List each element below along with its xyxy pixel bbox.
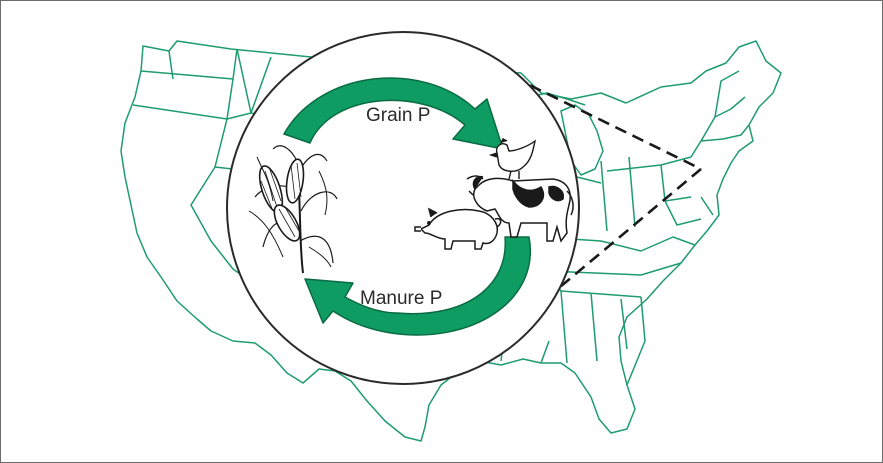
manure-p-label: Manure P: [360, 288, 442, 310]
grain-p-label: Grain P: [366, 105, 430, 127]
